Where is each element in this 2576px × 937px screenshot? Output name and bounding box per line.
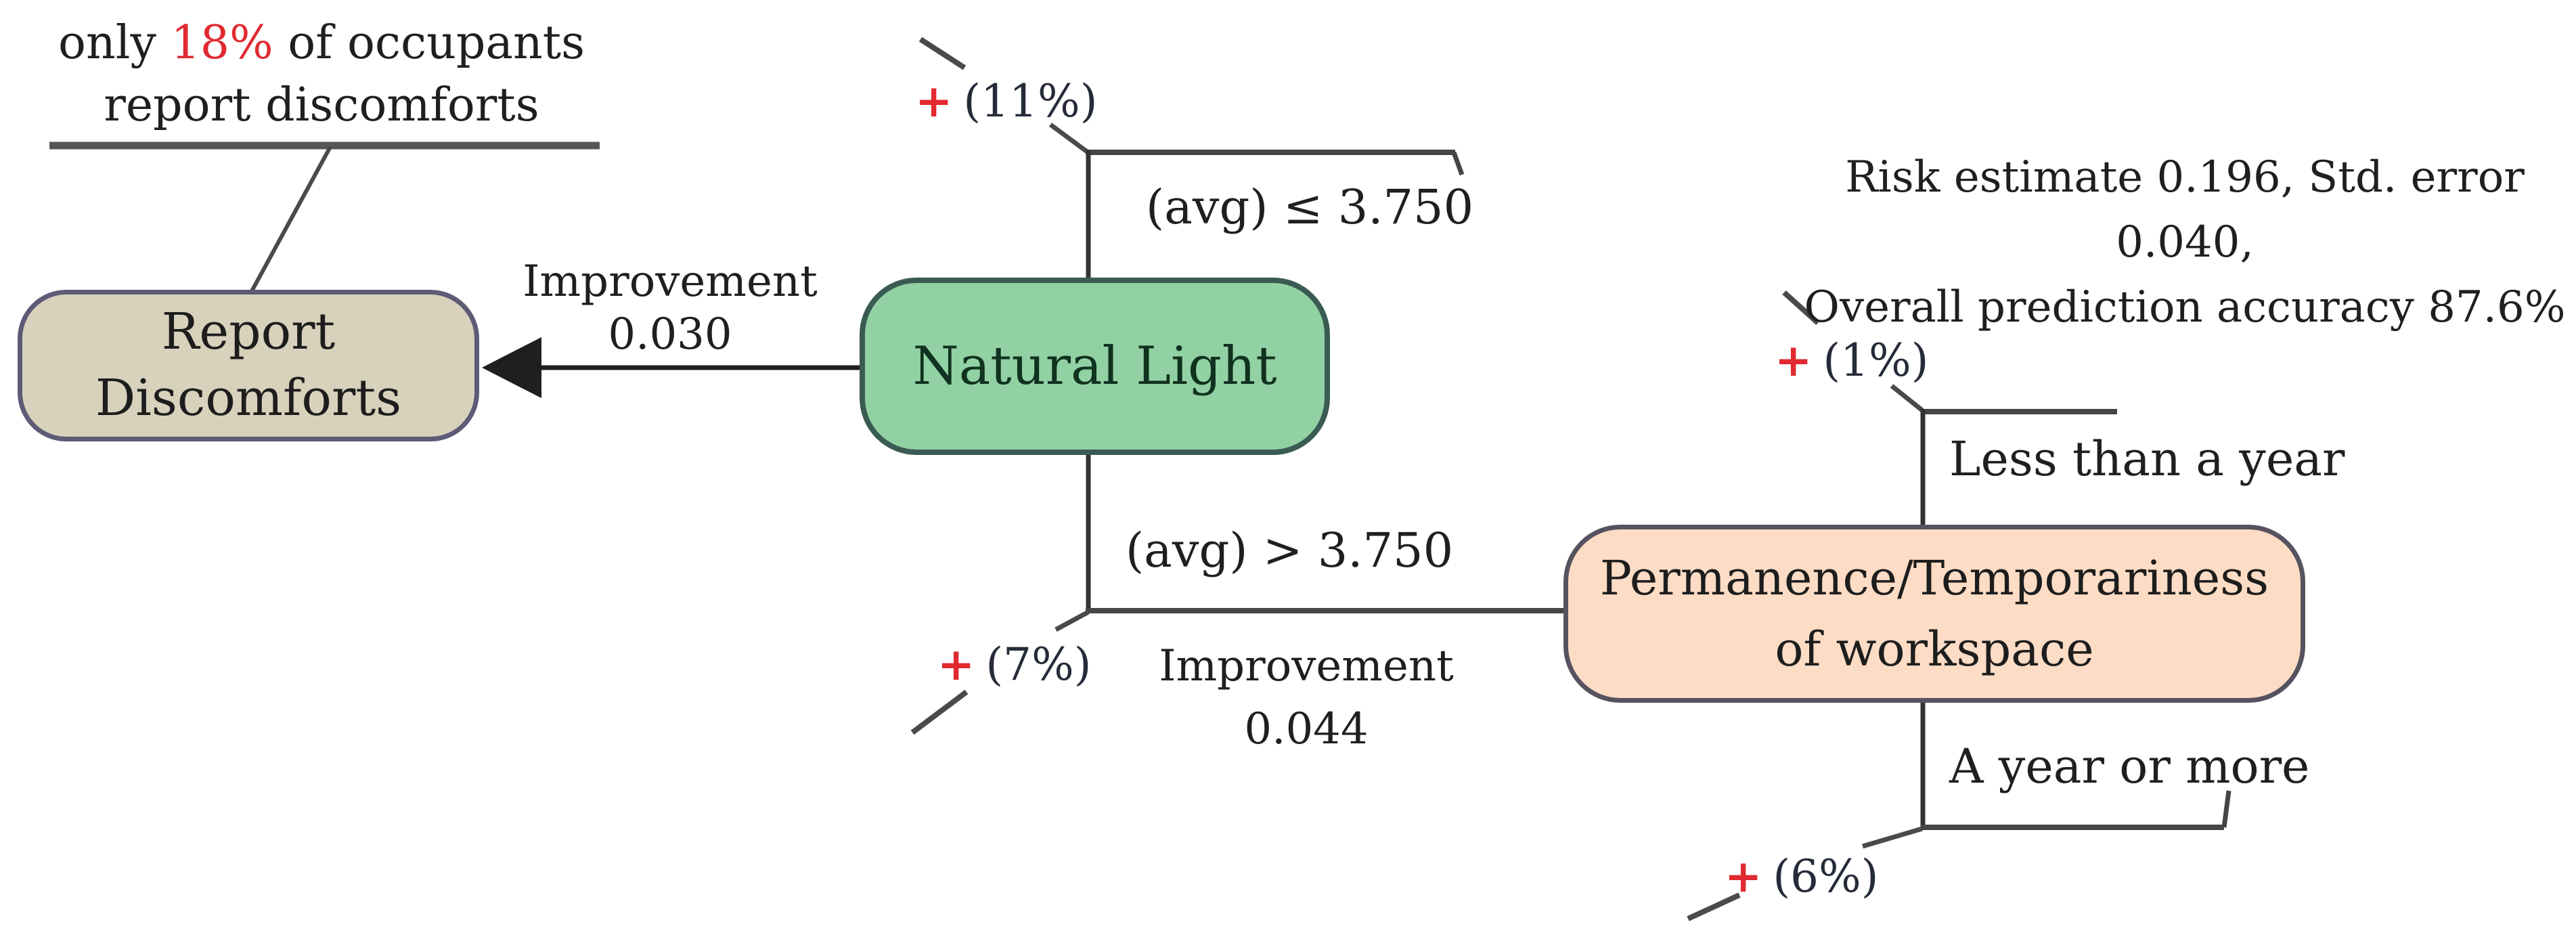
percent-badge-1: +(1%)	[1775, 334, 1929, 387]
node-permanence-workspace: Permanence/Temporariness of workspace	[1563, 525, 2305, 703]
improvement-right-text: Improvement	[1159, 641, 1454, 691]
node-permanence-label: Permanence/Temporariness of workspace	[1600, 543, 2269, 685]
edge-label-less-than-year: Less than a year	[1949, 431, 2345, 487]
natural-top-branch-hook	[1451, 151, 1465, 176]
annotation-highlight-percent: 18%	[171, 16, 273, 70]
percent-value-1: (1%)	[1823, 334, 1929, 387]
node-report-discomforts: Report Discomforts	[18, 290, 479, 441]
node-permanence-line2: of workspace	[1775, 621, 2094, 677]
percent-badge-11: +(11%)	[915, 74, 1098, 127]
plus-icon: +	[1725, 850, 1762, 902]
stats-line1: Risk estimate 0.196, Std. error 0.040,	[1845, 152, 2525, 267]
node-report-label: Report Discomforts	[95, 299, 401, 431]
node-permanence-line1: Permanence/Temporariness	[1599, 550, 2269, 606]
natural-top-tick	[918, 37, 967, 70]
node-report-line1: Report	[161, 303, 336, 362]
percent-value-11: (11%)	[963, 75, 1098, 127]
percent-badge-7: +(7%)	[937, 638, 1092, 691]
edge-label-avg-le: (avg) ≤ 3.750	[1145, 179, 1474, 235]
edge-label-year-or-more: A year or more	[1949, 739, 2310, 794]
annotation-text-prefix: only	[58, 16, 171, 70]
percent-value-6: (6%)	[1773, 850, 1879, 902]
plus-icon: +	[915, 74, 953, 127]
annotation-text-suffix: of occupants	[273, 16, 585, 70]
annotation-line2: report discomforts	[104, 78, 539, 132]
edge-label-improvement-left: Improvement 0.030	[494, 255, 846, 361]
model-stats: Risk estimate 0.196, Std. error 0.040, O…	[1794, 145, 2576, 340]
percent-value-7: (7%)	[985, 638, 1092, 691]
node-report-line2: Discomforts	[95, 369, 402, 427]
natural-bottom-diagonal	[1054, 609, 1090, 632]
plus-icon: +	[1775, 334, 1813, 387]
permanence-top-tick	[1782, 290, 1820, 325]
natural-bottom-tick	[910, 689, 969, 735]
annotation-line1: only 18% of occupants	[41, 12, 602, 74]
permanence-bottom-diagonal	[1862, 826, 1923, 849]
plus-icon: +	[937, 638, 975, 691]
percent-badge-6: +(6%)	[1725, 850, 1879, 902]
node-natural-light: Natural Light	[860, 278, 1330, 455]
improvement-arrowhead	[482, 337, 541, 398]
permanence-top-diagonal	[1890, 384, 1924, 412]
edge-label-improvement-right: Improvement 0.044	[1137, 635, 1475, 761]
permanence-bottom-branch-hook	[2221, 790, 2231, 828]
natural-top-diagonal	[1048, 123, 1089, 154]
permanence-bottom-tick	[1687, 892, 1741, 921]
annotation-pointer-line	[250, 146, 332, 292]
improvement-left-value: 0.030	[608, 309, 732, 360]
improvement-right-value: 0.044	[1244, 703, 1369, 754]
improvement-left-text: Improvement	[523, 257, 818, 307]
edge-label-avg-gt: (avg) > 3.750	[1125, 523, 1454, 578]
annotation-note: only 18% of occupants report discomforts	[41, 12, 602, 137]
stats-line2: Overall prediction accuracy 87.6%	[1804, 282, 2566, 332]
node-natural-label: Natural Light	[912, 336, 1277, 397]
